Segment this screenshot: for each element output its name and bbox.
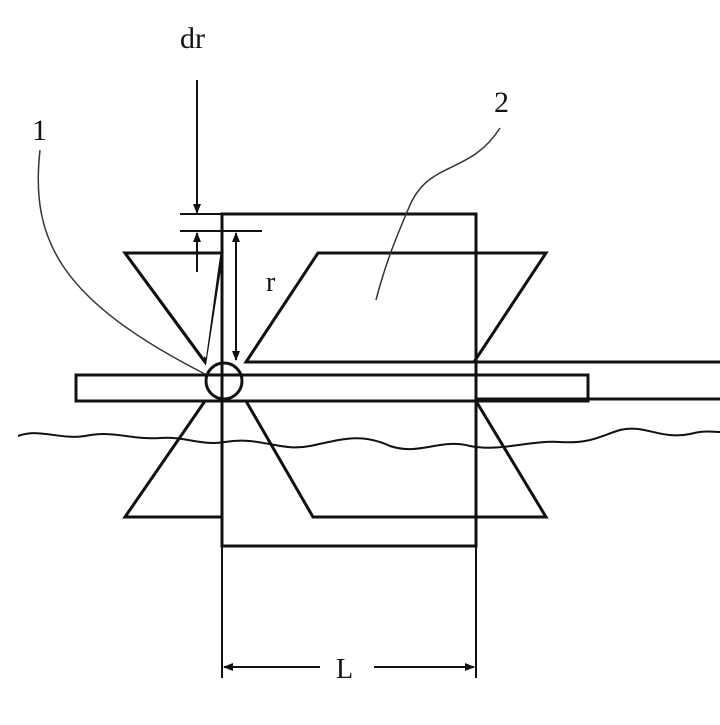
break-line	[17, 427, 720, 451]
upper-left-trapezoid-outline	[123, 251, 222, 363]
r-label: r	[266, 267, 276, 298]
dr-label: dr	[180, 22, 205, 55]
center-block	[220, 212, 478, 548]
part1-label: 1	[32, 114, 47, 147]
part1-circle	[204, 361, 244, 401]
lower-left-shape	[122, 400, 222, 519]
tail-bar	[246, 360, 720, 401]
part2-leader	[375, 127, 501, 301]
part2-parallelogram	[243, 251, 549, 364]
L-label: L	[336, 654, 353, 685]
lower-parallelogram	[244, 400, 549, 519]
part2-label: 2	[494, 86, 509, 119]
horizontal-plate	[74, 373, 590, 403]
part1-leader	[37, 149, 206, 375]
upper-left-trapezoid-fill	[127, 255, 220, 358]
